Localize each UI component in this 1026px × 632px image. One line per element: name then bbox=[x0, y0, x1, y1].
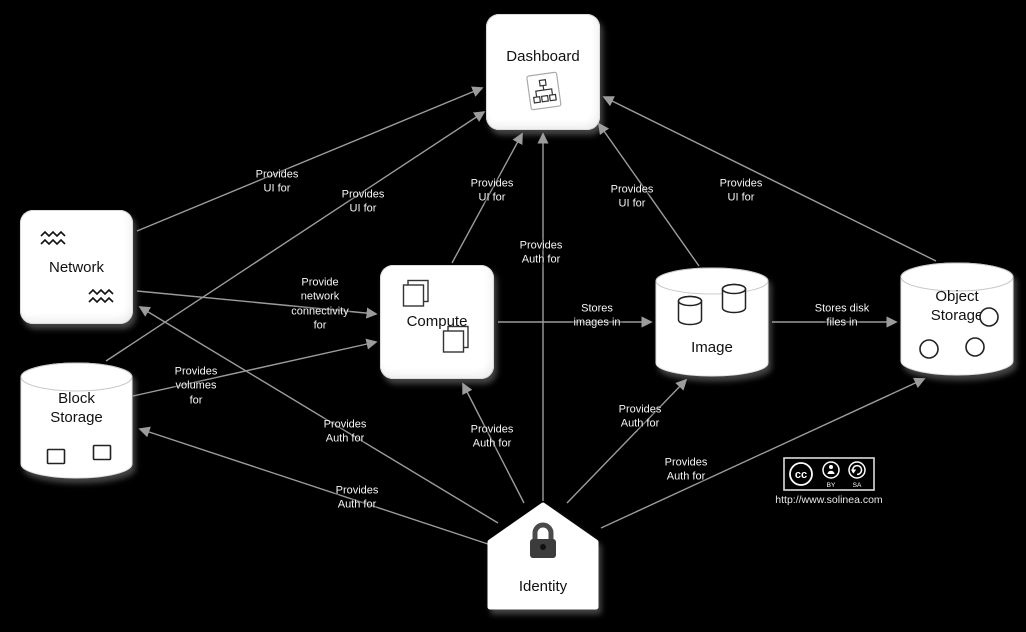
node-object-storage: Object Storage bbox=[900, 262, 1014, 376]
edge-label-image-to-object-storage: Stores disk files in bbox=[814, 302, 870, 329]
edge-identity-to-compute bbox=[462, 382, 525, 504]
share-alike-icon bbox=[848, 461, 866, 479]
document-icon bbox=[402, 279, 430, 309]
edge-identity-to-block-storage bbox=[138, 426, 504, 550]
cc-icon bbox=[789, 462, 813, 486]
object-icon bbox=[918, 338, 940, 360]
sitemap-icon bbox=[523, 70, 565, 114]
edge-label-identity-to-compute: Provides Auth for bbox=[470, 423, 514, 450]
edge-label-image-to-dashboard: Provides UI for bbox=[610, 183, 654, 210]
object-icon bbox=[978, 306, 1000, 328]
node-block-storage: Block Storage bbox=[20, 362, 133, 479]
edge-label-identity-to-object-storage: Provides Auth for bbox=[664, 456, 708, 483]
by-label: BY bbox=[827, 482, 836, 489]
sa-label: SA bbox=[853, 482, 862, 489]
edge-label-identity-to-network: Provides Auth for bbox=[323, 418, 367, 445]
node-compute: Compute bbox=[380, 265, 494, 379]
node-identity: Identity bbox=[487, 502, 599, 610]
signal-icon bbox=[88, 288, 116, 306]
document-icon bbox=[442, 325, 470, 355]
node-compute-label: Compute bbox=[406, 313, 468, 330]
node-network-label: Network bbox=[48, 259, 104, 276]
edge-object-storage-to-dashboard bbox=[602, 96, 937, 262]
edge-label-network-to-dashboard: Provides UI for bbox=[255, 168, 299, 195]
cylinder-icon bbox=[721, 283, 747, 315]
attribution-icon bbox=[822, 461, 840, 479]
site-url: http://www.solinea.com bbox=[775, 494, 883, 506]
cc-license-badge: cc BY SA bbox=[783, 457, 875, 496]
cylinder-shape bbox=[655, 267, 769, 377]
object-icon bbox=[964, 336, 986, 358]
edge-label-compute-to-dashboard: Provides UI for bbox=[470, 177, 514, 204]
lock-icon bbox=[526, 520, 560, 562]
edge-identity-to-network bbox=[138, 306, 499, 524]
edge-label-identity-to-block-storage: Provides Auth for bbox=[335, 484, 379, 511]
node-image: Image bbox=[655, 267, 769, 377]
node-dashboard: Dashboard bbox=[486, 14, 600, 130]
edge-label-network-to-compute: Provide network connectivity for bbox=[291, 276, 349, 332]
block-icon bbox=[92, 444, 112, 462]
edge-image-to-dashboard bbox=[598, 122, 700, 267]
edge-block-storage-to-compute bbox=[132, 338, 378, 397]
signal-icon bbox=[40, 230, 68, 248]
cylinder-icon bbox=[677, 295, 703, 327]
edge-label-object-storage-to-dashboard: Provides UI for bbox=[719, 177, 763, 204]
edge-label-compute-to-image: Stores images in bbox=[573, 302, 621, 329]
edge-label-identity-to-dashboard: Provides Auth for bbox=[519, 239, 563, 266]
edge-identity-to-object-storage bbox=[600, 377, 926, 529]
node-network: Network bbox=[20, 210, 133, 324]
edge-network-to-dashboard bbox=[136, 86, 484, 232]
node-identity-label: Identity bbox=[518, 578, 568, 595]
edge-block-storage-to-dashboard bbox=[105, 111, 486, 362]
edge-compute-to-dashboard bbox=[451, 132, 523, 264]
node-object-storage-label: Object Storage bbox=[930, 288, 984, 324]
edge-identity-to-image bbox=[566, 378, 688, 504]
block-icon bbox=[46, 448, 66, 466]
edge-network-to-compute bbox=[136, 290, 378, 319]
edge-label-identity-to-image: Provides Auth for bbox=[618, 403, 662, 430]
edge-label-block-storage-to-dashboard: Provides UI for bbox=[341, 188, 385, 215]
node-dashboard-label: Dashboard bbox=[506, 48, 580, 65]
edge-label-block-storage-to-compute: Provides volumes for bbox=[174, 365, 218, 407]
cc-icon-text: cc bbox=[795, 469, 807, 481]
node-block-storage-label: Block Storage bbox=[50, 390, 103, 426]
node-image-label: Image bbox=[691, 339, 733, 356]
